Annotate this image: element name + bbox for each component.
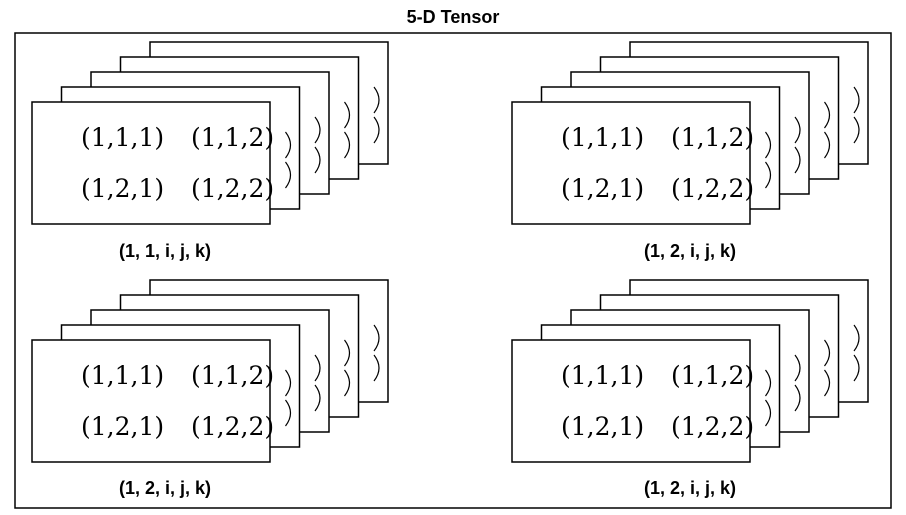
tensor-cell: (1,2,2) — [191, 412, 274, 441]
tensor-cell: (1,1,1) — [561, 123, 644, 152]
group-caption: (1, 2, i, j, k) — [644, 241, 736, 261]
tensor-cell: (1,1,1) — [81, 361, 164, 390]
tensor-group: (1,1,1) (1,1,2) (1,2,1) (1,2,2) (1, 2, i, j,… — [511, 279, 869, 498]
paren-arc — [765, 161, 772, 189]
paren-arc — [765, 369, 772, 397]
paren-arc — [373, 324, 380, 352]
tensor-cell: (1,2,2) — [671, 174, 754, 203]
tensor-cell: (1,1,1) — [561, 361, 644, 390]
paren-arc — [853, 116, 860, 144]
tensor-cell: (1,1,2) — [671, 123, 754, 152]
tensor-cell: (1,1,1) — [81, 123, 164, 152]
tensor-cell: (1,2,1) — [561, 174, 644, 203]
tensor-group: (1,1,1) (1,1,2) (1,2,1) (1,2,2) (1, 2, i, j,… — [511, 41, 869, 261]
tensor-cell: (1,2,1) — [561, 412, 644, 441]
sheet-rect — [511, 339, 751, 463]
paren-arc — [344, 339, 351, 367]
paren-arc — [794, 146, 801, 174]
paren-arc — [853, 354, 860, 382]
paren-arc — [344, 101, 351, 129]
group-caption: (1, 1, i, j, k) — [119, 241, 211, 261]
paren-arc — [765, 399, 772, 427]
tensor-groups: (1,1,1) (1,1,2) (1,2,1) (1,2,2) (1, 1, i, j,… — [31, 41, 869, 498]
paren-arc — [373, 116, 380, 144]
paren-arc — [824, 369, 831, 397]
paren-arc — [285, 131, 292, 159]
group-caption: (1, 2, i, j, k) — [119, 478, 211, 498]
paren-arc — [344, 131, 351, 159]
paren-arc — [314, 384, 321, 412]
front-sheet — [511, 101, 751, 225]
front-sheet — [31, 101, 271, 225]
paren-arc — [373, 86, 380, 114]
tensor-cell: (1,2,1) — [81, 412, 164, 441]
paren-arc — [853, 324, 860, 352]
tensor-group: (1,1,1) (1,1,2) (1,2,1) (1,2,2) (1, 1, i, j,… — [31, 41, 389, 261]
front-sheet — [31, 339, 271, 463]
sheet-rect — [31, 339, 271, 463]
paren-arc — [285, 369, 292, 397]
paren-arc — [373, 354, 380, 382]
tensor-cell: (1,2,2) — [191, 174, 274, 203]
paren-arc — [765, 131, 772, 159]
paren-arc — [314, 116, 321, 144]
paren-arc — [853, 86, 860, 114]
group-caption: (1, 2, i, j, k) — [644, 478, 736, 498]
paren-arc — [314, 146, 321, 174]
tensor-cell: (1,2,1) — [81, 174, 164, 203]
paren-arc — [285, 399, 292, 427]
sheet-rect — [511, 101, 751, 225]
paren-arc — [285, 161, 292, 189]
paren-arc — [824, 101, 831, 129]
tensor-cell: (1,1,2) — [191, 123, 274, 152]
sheet-rect — [31, 101, 271, 225]
paren-arc — [794, 116, 801, 144]
tensor-cell: (1,1,2) — [191, 361, 274, 390]
tensor-cell: (1,2,2) — [671, 412, 754, 441]
paren-arc — [794, 384, 801, 412]
front-sheet — [511, 339, 751, 463]
tensor-cell: (1,1,2) — [671, 361, 754, 390]
paren-arc — [314, 354, 321, 382]
outer-frame — [14, 32, 892, 509]
paren-arc — [824, 339, 831, 367]
tensor-group: (1,1,1) (1,1,2) (1,2,1) (1,2,2) (1, 2, i, j,… — [31, 279, 389, 498]
paren-arc — [824, 131, 831, 159]
paren-arc — [794, 354, 801, 382]
paren-arc — [344, 369, 351, 397]
diagram-title: 5-D Tensor — [407, 7, 500, 27]
